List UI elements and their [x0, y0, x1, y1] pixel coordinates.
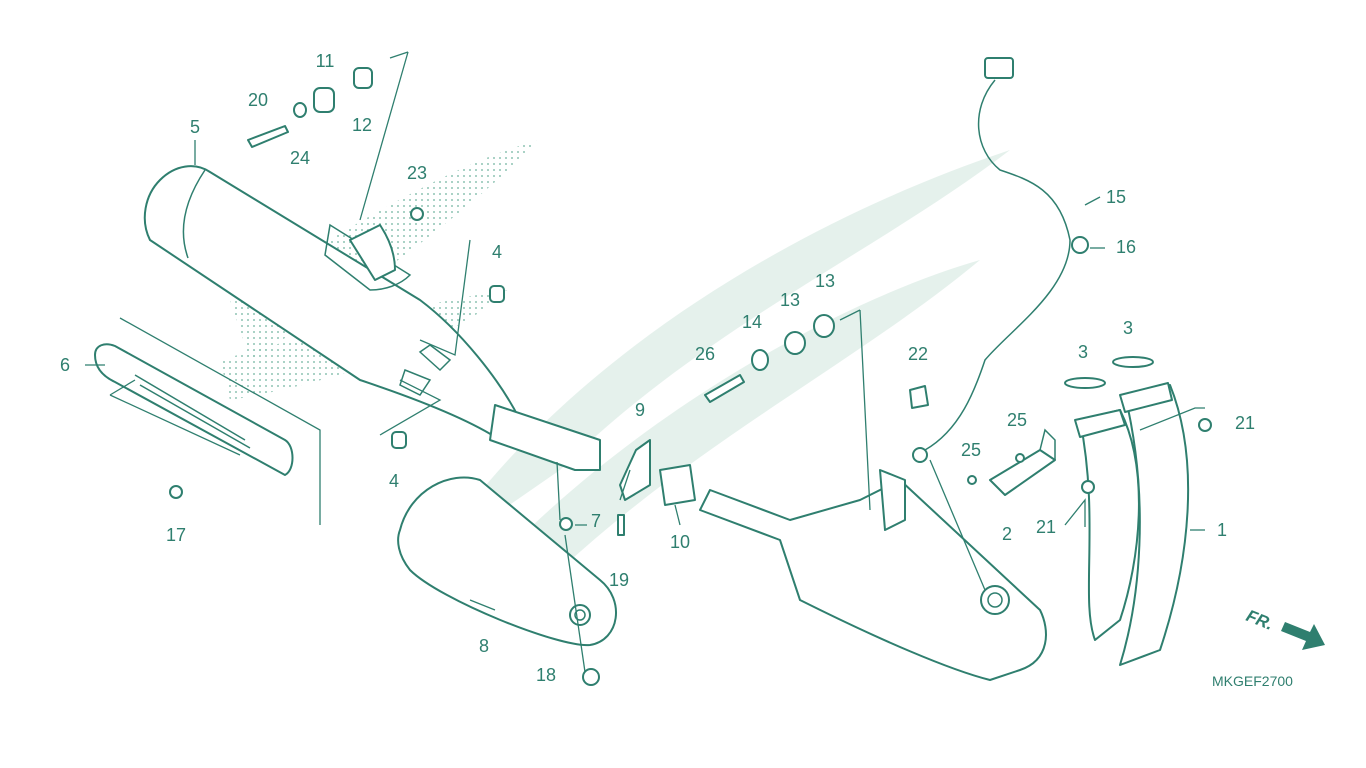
rubber-13a — [784, 331, 806, 355]
arrow-icon — [1281, 622, 1325, 650]
nut-23 — [410, 207, 424, 221]
exhaust-pipe — [1064, 356, 1190, 666]
callout-6: 6 — [60, 355, 70, 375]
callout-3a: 3 — [1078, 342, 1088, 362]
callout-10: 10 — [670, 532, 690, 552]
callout-9: 9 — [635, 400, 645, 420]
clip-16 — [1071, 236, 1089, 254]
hardware — [169, 67, 1212, 686]
screw-18 — [582, 668, 600, 686]
rubber-4a — [489, 285, 505, 303]
callout-20: 20 — [248, 90, 268, 110]
callout-5: 5 — [190, 117, 200, 137]
callout-24: 24 — [290, 148, 310, 168]
callout-21a: 21 — [1235, 413, 1255, 433]
callout-2: 2 — [1002, 524, 1012, 544]
clip-22 — [909, 385, 929, 409]
center-chamber — [699, 469, 1047, 681]
callout-8: 8 — [479, 636, 489, 656]
rubber-13b — [813, 314, 835, 338]
collar-14 — [751, 349, 769, 371]
screw-17 — [169, 485, 183, 499]
callout-3b: 3 — [1123, 318, 1133, 338]
callout-19: 19 — [609, 570, 629, 590]
collar — [353, 67, 373, 89]
washer — [293, 102, 307, 118]
callout-15: 15 — [1106, 187, 1126, 207]
callout-16: 16 — [1116, 237, 1136, 257]
bolt-25a — [967, 475, 977, 485]
direction-label: FR. — [1244, 606, 1277, 634]
leader-lines — [85, 51, 1205, 673]
callout-4b: 4 — [389, 471, 399, 491]
callout-14: 14 — [742, 312, 762, 332]
heat-shield — [94, 343, 294, 476]
callout-25b: 25 — [1007, 410, 1027, 430]
callout-7: 7 — [591, 511, 601, 531]
bolt-20 — [247, 125, 289, 148]
gasket-10 — [659, 464, 696, 506]
callout-25a: 25 — [961, 440, 981, 460]
callout-13b: 13 — [815, 271, 835, 291]
callout-17: 17 — [166, 525, 186, 545]
o2-sensor-wire — [912, 57, 1071, 463]
callouts: 1 2 3 3 4 4 5 6 7 8 9 10 11 12 13 13 14 … — [60, 51, 1255, 685]
callout-11: 11 — [316, 51, 335, 71]
nut-21b — [1081, 480, 1095, 494]
bolt-25b — [1015, 453, 1025, 463]
nut-21a — [1198, 418, 1212, 432]
callout-23: 23 — [407, 163, 427, 183]
bolt-26 — [704, 374, 745, 403]
callout-26: 26 — [695, 344, 715, 364]
bracket — [989, 428, 1056, 496]
rubber-mount — [313, 87, 335, 113]
callout-22: 22 — [908, 344, 928, 364]
bolt-19 — [617, 514, 625, 536]
muffler-cover — [397, 476, 617, 647]
front-direction-indicator: FR. — [1244, 606, 1325, 650]
callout-21b: 21 — [1036, 517, 1056, 537]
nut-7 — [559, 517, 573, 531]
muffler-body — [143, 165, 601, 471]
callout-18: 18 — [536, 665, 556, 685]
callout-12: 12 — [352, 115, 372, 135]
rubber-4b — [391, 431, 407, 449]
diagram-code: MKGEF2700 — [1212, 673, 1293, 689]
clamp-9 — [619, 439, 651, 501]
callout-13a: 13 — [780, 290, 800, 310]
callout-1: 1 — [1217, 520, 1227, 540]
callout-4a: 4 — [492, 242, 502, 262]
